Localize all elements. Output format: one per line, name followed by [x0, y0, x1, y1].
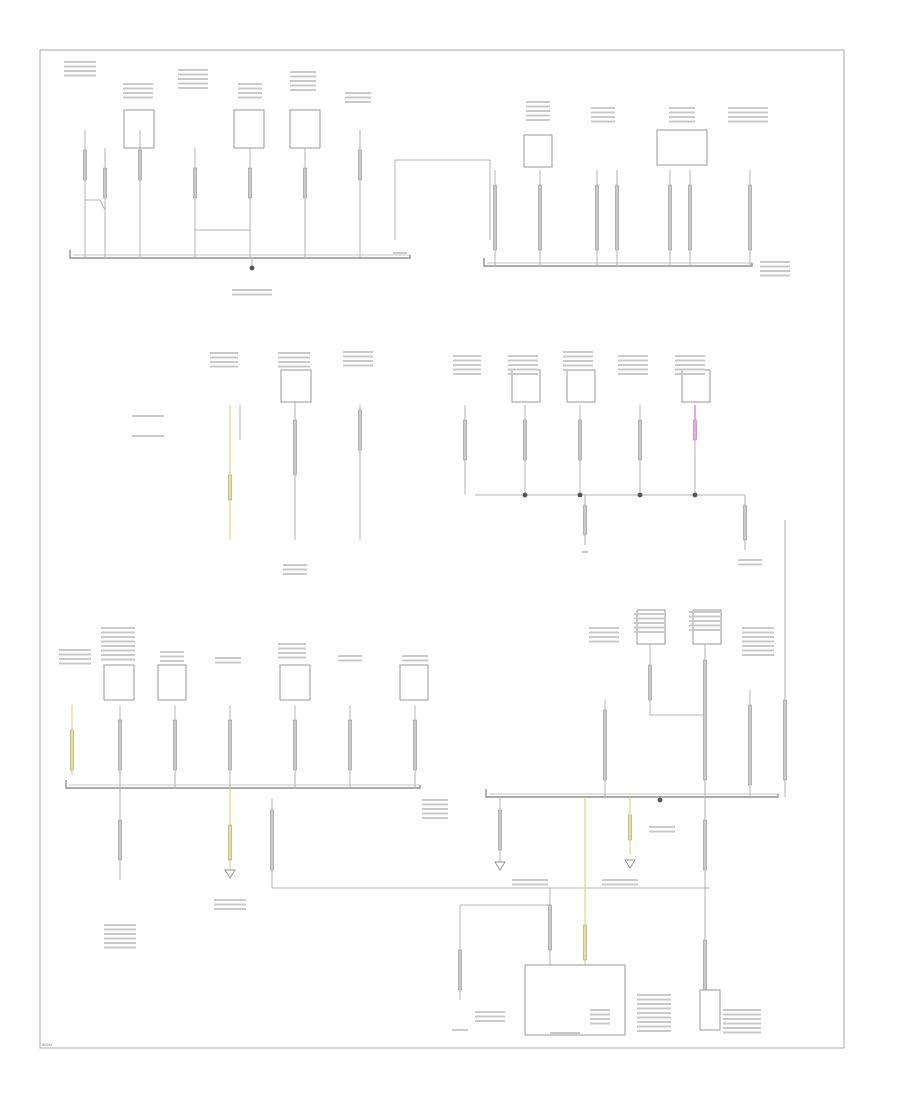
component-box	[399, 664, 429, 701]
wire-path	[483, 258, 753, 267]
connector-pin	[703, 939, 708, 991]
connector-pin	[493, 184, 498, 251]
wire-segment	[99, 199, 106, 211]
connector-pin	[498, 809, 503, 851]
connector-pin	[693, 419, 698, 441]
connector-pin	[595, 184, 600, 251]
connector-pin	[117, 719, 122, 771]
connector-pin	[703, 819, 708, 871]
splice-dot	[692, 492, 698, 498]
connector-pin	[117, 819, 122, 861]
connector-pin	[270, 809, 275, 871]
connector-pin	[348, 719, 353, 771]
component-box	[692, 609, 722, 645]
wire-path	[485, 789, 779, 798]
component-box	[157, 664, 187, 701]
component-box	[103, 664, 135, 701]
connector-pin	[69, 729, 74, 771]
connector-pin	[548, 904, 553, 951]
wire-path	[69, 250, 411, 259]
connector-pin	[293, 419, 298, 476]
connector-pin	[227, 824, 232, 861]
connector-pin	[463, 419, 468, 461]
footer-code: W0185	[42, 1043, 52, 1047]
connector-pin	[648, 664, 653, 701]
connector-pin	[638, 419, 643, 461]
splice-dot	[249, 265, 255, 271]
connector-pin	[523, 419, 528, 461]
connector-pin	[583, 924, 588, 961]
connector-pin	[603, 709, 608, 781]
connector-pin	[743, 504, 748, 541]
diagram-frame	[39, 49, 845, 1049]
component-box	[656, 129, 708, 166]
component-box	[566, 369, 596, 403]
connector-pin	[688, 184, 693, 251]
splice-dot	[522, 492, 528, 498]
connector-pin	[247, 167, 252, 199]
component-box	[280, 369, 312, 403]
connector-pin	[538, 184, 543, 251]
connector-pin	[458, 949, 463, 991]
connector-pin	[748, 184, 753, 251]
connector-pin	[358, 409, 363, 451]
splice-dot	[637, 492, 643, 498]
connector-pin	[358, 149, 363, 181]
connector-pin	[293, 719, 298, 771]
connector-pin	[137, 149, 142, 181]
connector-pin	[628, 814, 633, 841]
connector-pin	[227, 474, 232, 501]
component-box	[233, 109, 265, 149]
splice-dot	[657, 797, 663, 803]
component-box	[279, 664, 311, 701]
connector-pin	[578, 419, 583, 461]
splice-dot	[577, 492, 583, 498]
connector-pin	[413, 719, 418, 771]
ground-symbol	[624, 859, 636, 869]
connector-pin	[102, 167, 107, 199]
wire-layer	[65, 130, 786, 1000]
connector-pin	[783, 699, 788, 781]
label-layer	[59, 61, 790, 1034]
component-box	[123, 109, 155, 149]
ground-symbol	[224, 869, 236, 879]
component-layer	[103, 109, 722, 1036]
connector-pin	[192, 167, 197, 199]
connector-pin	[668, 184, 673, 251]
connector-pin	[227, 719, 232, 771]
component-box	[289, 109, 321, 149]
connector-pin	[703, 659, 708, 781]
connector-pin	[615, 184, 620, 251]
connector-pin	[303, 167, 308, 199]
component-box	[699, 989, 721, 1031]
connector-pin	[583, 504, 588, 536]
connector-pin	[748, 704, 753, 786]
connector-layer	[69, 149, 788, 991]
ground-symbol	[494, 861, 506, 871]
component-box	[523, 134, 553, 168]
connector-pin	[172, 719, 177, 771]
connector-pin	[82, 149, 87, 181]
wire-path	[65, 780, 421, 789]
component-box	[524, 964, 626, 1036]
